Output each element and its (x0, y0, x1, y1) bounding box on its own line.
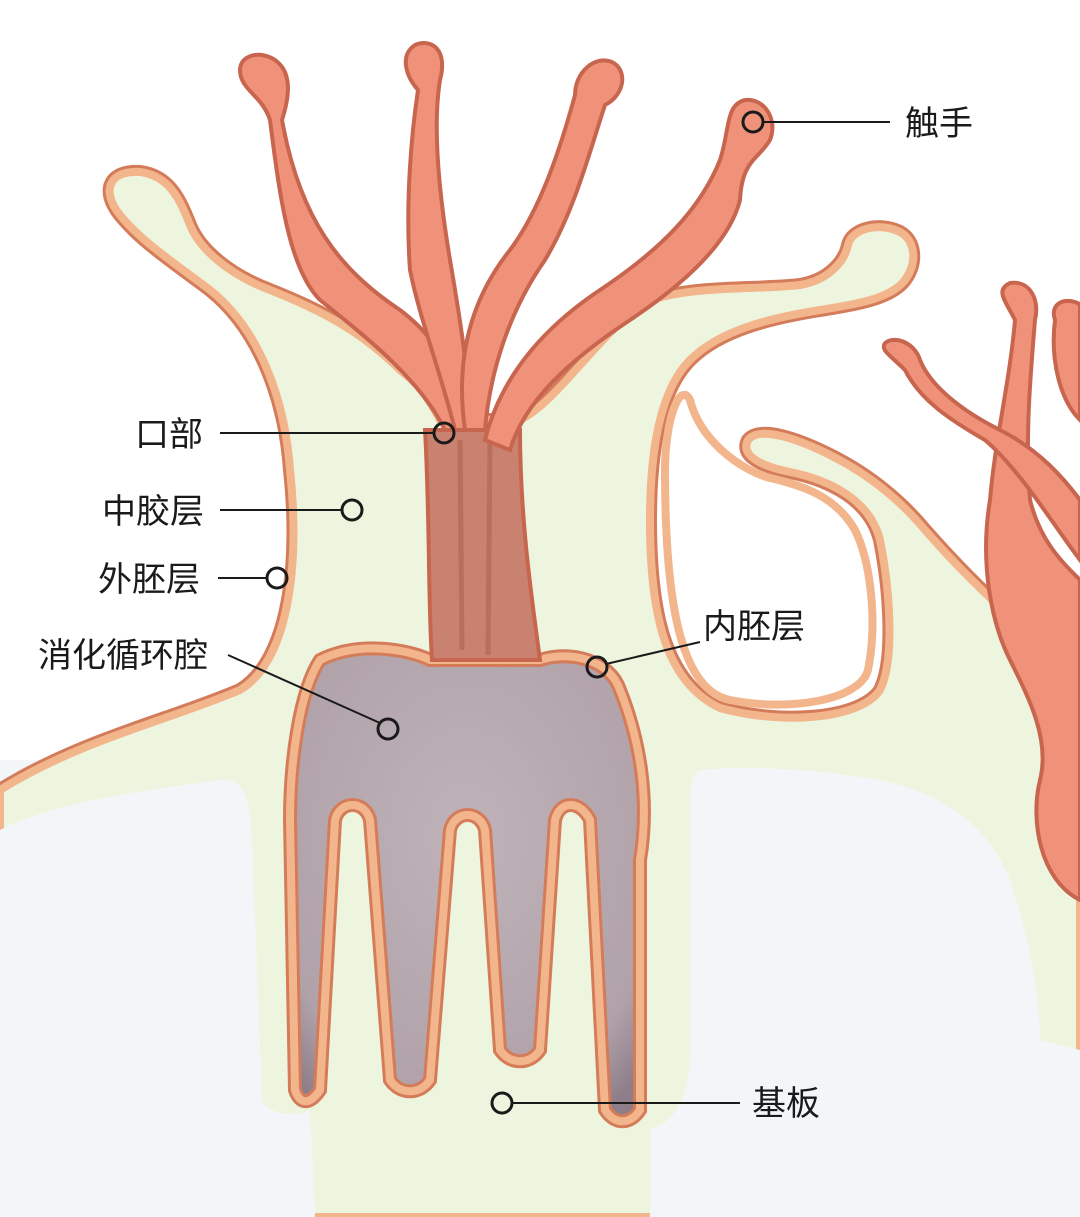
label-gastrovascular-cavity: 消化循环腔 (38, 636, 208, 676)
annotation-basal-plate: 基板 (490, 1084, 820, 1124)
neighbour-polyp (881, 280, 1080, 903)
annotations: 触手 口部 中胶层 外胚层 消化循环腔 内胚层 (38, 104, 973, 1124)
label-ectoderm: 外胚层 (98, 560, 200, 600)
label-tentacle: 触手 (905, 104, 973, 144)
annotation-mesoglea: 中胶层 (102, 492, 364, 532)
annotation-gastrovascular-cavity: 消化循环腔 (38, 636, 400, 741)
label-mesoglea: 中胶层 (102, 492, 204, 532)
tentacles (237, 41, 775, 453)
label-endoderm: 内胚层 (703, 607, 805, 647)
tentacle-2 (403, 41, 471, 432)
tentacle-3 (460, 58, 625, 432)
neighbour-gap (660, 390, 877, 709)
annotation-endoderm: 内胚层 (585, 607, 805, 679)
label-basal-plate: 基板 (752, 1084, 820, 1124)
label-mouth: 口部 (135, 415, 203, 455)
annotation-tentacle: 触手 (741, 104, 973, 144)
annotation-ectoderm: 外胚层 (98, 560, 289, 600)
tentacle-4 (482, 97, 775, 453)
tentacle-1 (237, 52, 463, 432)
pharynx (422, 428, 543, 662)
annotation-mouth: 口部 (135, 415, 456, 455)
